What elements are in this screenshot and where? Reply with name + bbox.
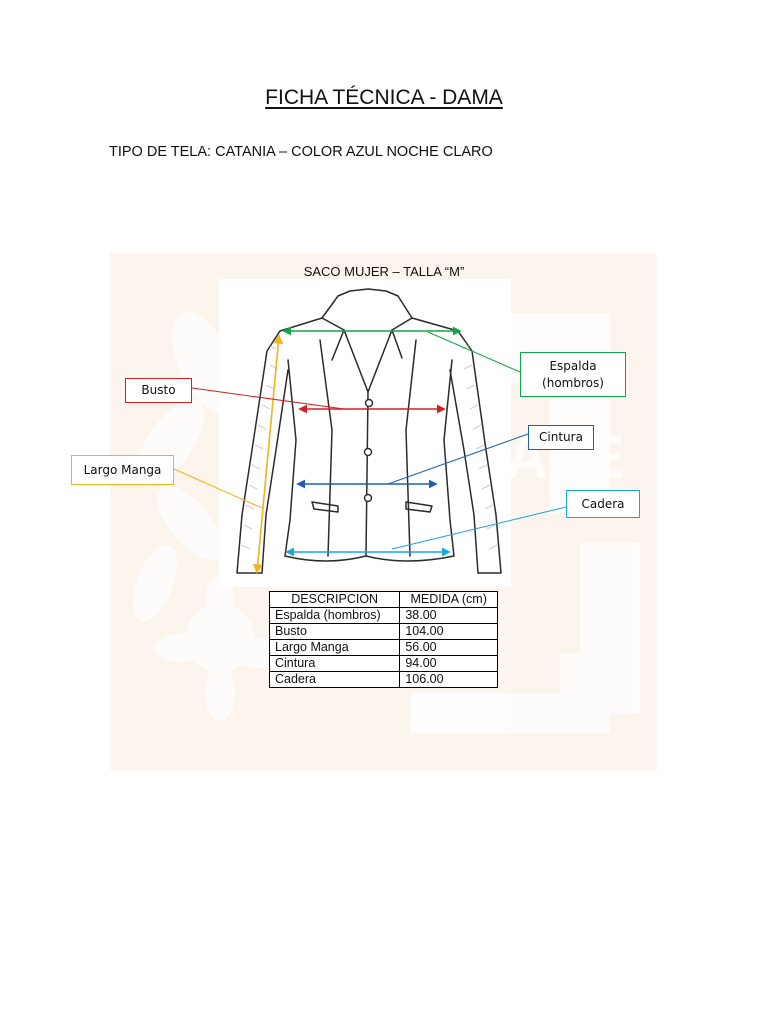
button-icon — [363, 493, 373, 503]
measurements-table: DESCRIPCION MEDIDA (cm) Espalda (hombros… — [268, 591, 498, 688]
cadera-label: Cadera — [566, 490, 640, 518]
table-row: Largo Manga 56.00 — [268, 639, 498, 656]
cintura-label: Cintura — [528, 425, 594, 450]
largo-manga-arrow — [252, 334, 284, 574]
table-cell: 106.00 — [399, 671, 498, 688]
table-header-row: DESCRIPCION MEDIDA (cm) — [268, 591, 498, 608]
espalda-leader — [427, 331, 521, 373]
table-row: Busto 104.00 — [268, 623, 498, 640]
cintura-leader — [387, 433, 529, 485]
button-icon — [364, 398, 374, 408]
table-cell: Cadera — [268, 671, 401, 688]
column-header: MEDIDA (cm) — [399, 591, 498, 608]
table-row: Espalda (hombros) 38.00 — [268, 607, 498, 624]
table-cell: Espalda (hombros) — [268, 607, 401, 624]
table-cell: 94.00 — [399, 655, 498, 672]
table-cell: Cintura — [268, 655, 401, 672]
fabric-line: TIPO DE TELA: CATANIA – COLOR AZUL NOCHE… — [109, 144, 493, 160]
column-header: DESCRIPCION — [268, 591, 401, 608]
table-cell: Busto — [268, 623, 401, 640]
figure-caption: SACO MUJER – TALLA “M” — [303, 264, 465, 279]
espalda-label: Espalda (hombros) — [520, 352, 626, 397]
table-cell: Largo Manga — [268, 639, 401, 656]
jacket-buttons — [363, 398, 374, 503]
table-row: Cintura 94.00 — [268, 655, 498, 672]
cadera-leader — [391, 506, 567, 550]
largo-manga-leader — [173, 468, 263, 509]
table-cell: 56.00 — [399, 639, 498, 656]
jacket-texture — [241, 344, 498, 550]
busto-leader — [191, 387, 345, 410]
table-cell: 104.00 — [399, 623, 498, 640]
button-icon — [363, 447, 373, 457]
table-row: Cadera 106.00 — [268, 671, 498, 688]
table-cell: 38.00 — [399, 607, 498, 624]
busto-label: Busto — [125, 378, 192, 403]
largo-manga-label: Largo Manga — [71, 455, 174, 485]
page-title: FICHA TÉCNICA - DAMA — [265, 86, 503, 109]
